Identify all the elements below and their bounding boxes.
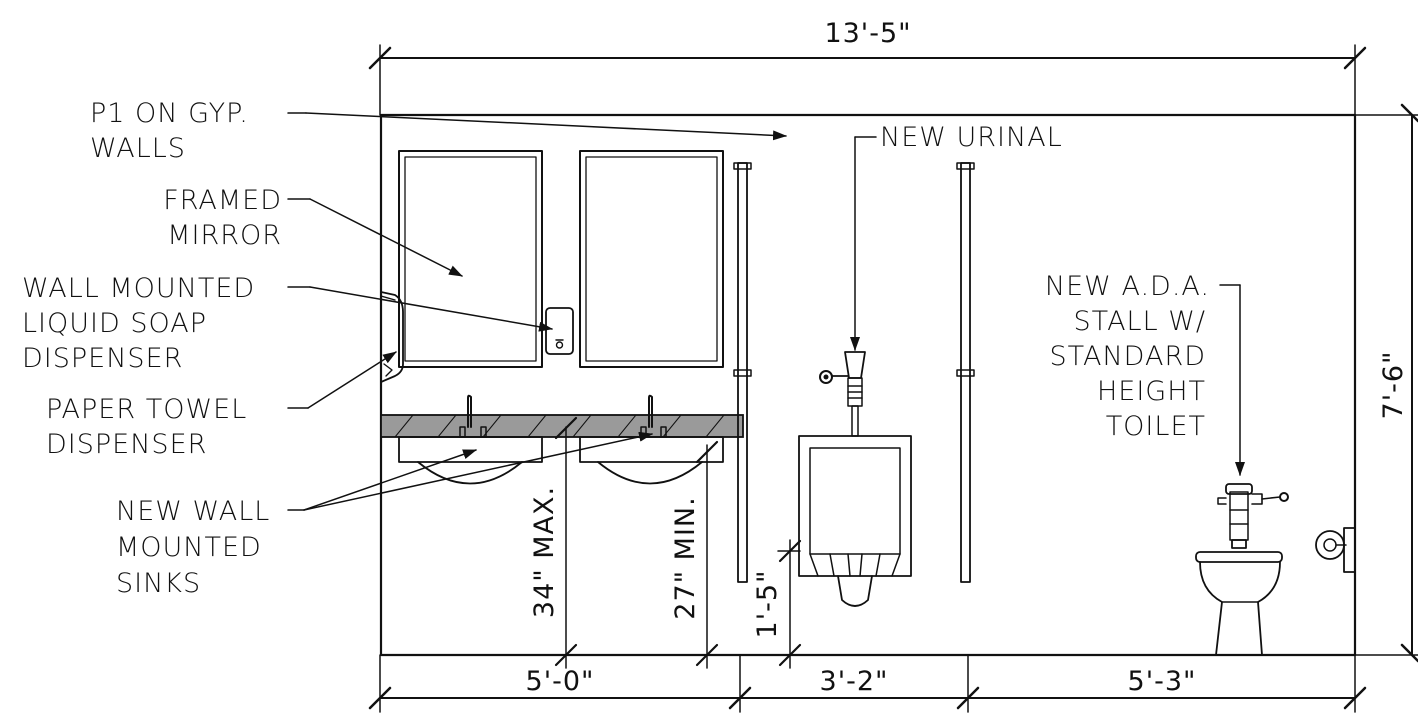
height-text: 7'-6" xyxy=(1378,351,1409,420)
paper-towel-dispenser xyxy=(380,291,404,383)
countertop xyxy=(380,414,744,438)
sink-max-text: 34" MAX. xyxy=(529,486,560,618)
svg-text:SINKS: SINKS xyxy=(116,568,201,599)
svg-text:LIQUID SOAP: LIQUID SOAP xyxy=(22,308,207,339)
framed-mirror-right xyxy=(579,150,724,368)
urinal-rim-text: 1'-5" xyxy=(752,570,783,639)
stall-segment-text: 5'-3" xyxy=(1128,666,1197,697)
sink-max-dimension: 34" MAX. xyxy=(529,416,578,669)
urinal-segment-text: 3'-2" xyxy=(820,666,889,697)
svg-text:FRAMED: FRAMED xyxy=(163,185,282,216)
svg-text:TOILET: TOILET xyxy=(1106,411,1206,442)
wall-outline xyxy=(379,113,1357,657)
soap-dispenser xyxy=(545,307,574,355)
svg-text:NEW WALL: NEW WALL xyxy=(116,496,270,527)
svg-text:NEW A.D.A.: NEW A.D.A. xyxy=(1045,271,1210,302)
svg-text:P1 ON GYP.: P1 ON GYP. xyxy=(90,98,249,129)
toilet xyxy=(1195,483,1289,656)
svg-text:WALLS: WALLS xyxy=(90,133,186,164)
overall-width-text: 13'-5" xyxy=(824,18,911,49)
height-dimension: 7'-6" xyxy=(1354,103,1418,663)
svg-text:WALL MOUNTED: WALL MOUNTED xyxy=(22,273,255,304)
bottom-dimension-string: 5'-0" 3'-2" 5'-3" xyxy=(368,654,1367,713)
sink-min-text: 27" MIN. xyxy=(670,496,701,619)
leader-lines xyxy=(287,112,1245,511)
label-mirror: FRAMED MIRROR xyxy=(163,185,282,251)
svg-text:HEIGHT: HEIGHT xyxy=(1097,376,1206,407)
framed-mirror-left xyxy=(398,150,543,368)
urinal xyxy=(798,351,912,607)
label-urinal: NEW URINAL xyxy=(880,122,1063,153)
label-walls: P1 ON GYP. WALLS xyxy=(90,98,249,164)
overall-width-dimension: 13'-5" xyxy=(368,18,1367,116)
toilet-paper-holder xyxy=(1315,527,1356,573)
partition-right xyxy=(956,162,975,583)
label-stall: NEW A.D.A. STALL W/ STANDARD HEIGHT TOIL… xyxy=(1045,271,1210,442)
svg-text:MIRROR: MIRROR xyxy=(167,220,282,251)
label-soap: WALL MOUNTED LIQUID SOAP DISPENSER xyxy=(22,273,255,374)
partition-left xyxy=(733,162,752,583)
svg-text:PAPER TOWEL: PAPER TOWEL xyxy=(46,394,247,425)
sinks-segment-text: 5'-0" xyxy=(526,666,595,697)
svg-text:DISPENSER: DISPENSER xyxy=(22,343,183,374)
sink-left xyxy=(398,394,543,485)
svg-text:STALL W/: STALL W/ xyxy=(1074,306,1206,337)
urinal-rim-dimension: 1'-5" xyxy=(752,539,802,669)
sink-min-dimension: 27" MIN. xyxy=(670,440,719,669)
svg-text:MOUNTED: MOUNTED xyxy=(116,532,262,563)
sink-right xyxy=(579,394,724,485)
svg-text:STANDARD: STANDARD xyxy=(1049,341,1206,372)
label-towel: PAPER TOWEL DISPENSER xyxy=(46,394,247,460)
label-sinks: NEW WALL MOUNTED SINKS xyxy=(116,496,270,599)
svg-text:DISPENSER: DISPENSER xyxy=(46,429,207,460)
